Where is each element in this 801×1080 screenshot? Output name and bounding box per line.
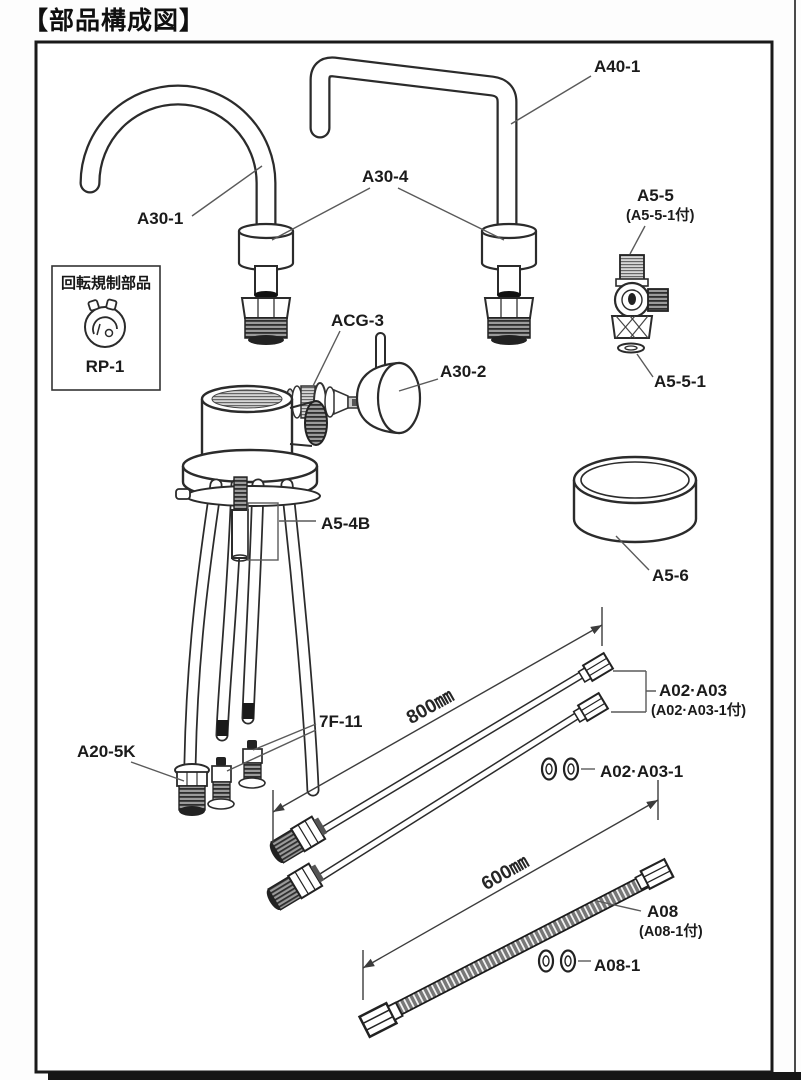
gooseneck-spout [79,84,277,248]
label-a02-a03-1: A02·A03-1 [600,762,683,781]
tube-end-band [243,703,254,719]
label-a5-6: A5-6 [652,566,689,585]
label-a08-sub: (A08-1付) [639,922,703,940]
label-a02-a03-sub: (A02·A03-1付) [651,701,746,719]
cover-ring [572,455,698,544]
square-spout [309,56,518,244]
label-a5-5-1: A5-5-1 [654,372,706,391]
faucet-body [181,384,328,501]
screenshot-right-edge [794,0,796,1080]
adapter-fitting-left [207,757,235,810]
tube-end-band [217,720,228,736]
check-valve [610,254,669,339]
label-a30-4: A30-4 [362,167,409,186]
label-acg-3: ACG-3 [331,311,384,330]
screenshot-bottom-edge [48,1072,801,1080]
quick-connect-right [483,291,535,345]
adapter-fitting-right [238,740,266,789]
hose-washers-800 [540,757,595,781]
label-7f-11: 7F-11 [319,712,362,731]
label-a5-5-sub: (A5-5-1付) [626,206,695,224]
spout-nut-right [480,222,538,295]
label-a5-5: A5-5 [637,186,674,205]
handle-knob [355,332,422,435]
label-a20-5k: A20-5K [77,742,136,761]
spout-nut-left [237,222,295,295]
rotation-restrictor-box: 回転規制部品 RP-1 [51,265,161,391]
label-a30-1: A30-1 [137,209,183,228]
label-a08: A08 [647,902,678,921]
leader-lines [130,75,656,912]
label-a40-1: A40-1 [594,57,640,76]
hose-washers-600 [537,949,591,973]
rotation-box-title: 回転規制部品 [61,274,151,292]
base-fitting [174,763,210,816]
label-rp-1: RP-1 [86,357,125,376]
label-a30-2: A30-2 [440,362,486,381]
label-a02-a03: A02·A03 [659,681,727,700]
label-a5-4b: A5-4B [321,514,370,533]
label-a08-1: A08-1 [594,956,640,975]
quick-connect-left [240,291,292,345]
page-title: 【部品構成図】 [23,7,206,35]
mounting-hardware [175,476,321,562]
rotation-restrictor-icon [84,298,126,348]
valve-washer [617,342,645,354]
